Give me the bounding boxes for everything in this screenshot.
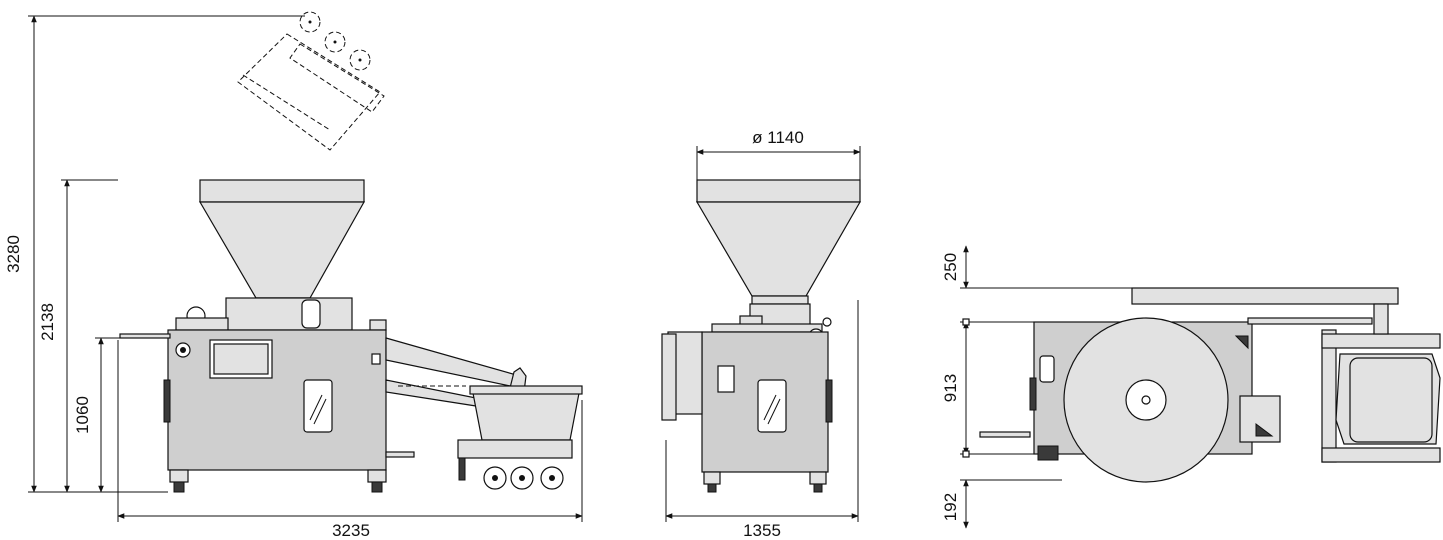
dim-front-width: 1355 bbox=[743, 521, 781, 540]
side-conveyor bbox=[385, 337, 527, 407]
dim-front-hopper-diameter: ø 1140 bbox=[752, 128, 804, 147]
dim-side-total-length: 3235 bbox=[332, 521, 370, 540]
side-upper-housing bbox=[175, 297, 387, 331]
front-dimension-lines bbox=[665, 146, 861, 522]
front-view: ø 1140 1355 bbox=[661, 128, 862, 540]
side-view: 3280 2138 1060 3235 bbox=[4, 11, 583, 540]
front-legs bbox=[703, 471, 827, 493]
dim-side-hopper-height: 2138 bbox=[38, 303, 57, 341]
side-hopper bbox=[198, 179, 366, 305]
side-main-cabinet bbox=[119, 329, 387, 471]
side-dimension-lines bbox=[28, 15, 583, 522]
dim-side-total-height: 3280 bbox=[4, 235, 23, 273]
dim-side-table-height: 1060 bbox=[73, 396, 92, 434]
lifted-bin-outline bbox=[237, 11, 385, 151]
front-hopper bbox=[695, 179, 862, 305]
side-legs bbox=[169, 451, 415, 493]
side-trolley bbox=[457, 385, 583, 490]
dim-top-offset-lower: 192 bbox=[941, 493, 960, 521]
dim-top-offset-upper: 250 bbox=[941, 253, 960, 281]
front-cabinet bbox=[661, 331, 833, 473]
top-view: 250 913 192 bbox=[941, 245, 1441, 529]
top-frame bbox=[1131, 287, 1441, 463]
top-hopper-circle bbox=[1063, 317, 1229, 483]
top-bin bbox=[1335, 353, 1441, 445]
dim-top-body-depth: 913 bbox=[941, 374, 960, 402]
